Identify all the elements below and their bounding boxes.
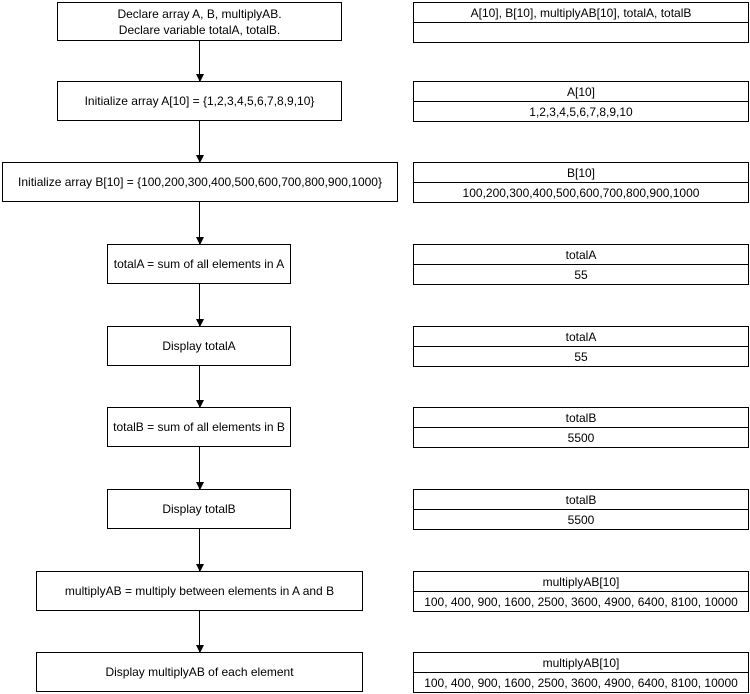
state-header: A[10] xyxy=(414,82,748,102)
flow-step-display-totalb: Display totalB xyxy=(107,489,291,529)
flow-arrow-1 xyxy=(195,41,204,82)
flow-step-init-a-label: Initialize array A[10] = {1,2,3,4,5,6,7,… xyxy=(84,94,315,108)
state-value: 55 xyxy=(574,349,588,364)
state-value: 5500 xyxy=(567,430,595,445)
flow-step-display-multiply: Display multiplyAB of each element xyxy=(36,652,363,692)
flow-step-sum-a-label: totalA = sum of all elements in A xyxy=(113,257,285,271)
state-box-multiplyab-display: multiplyAB[10] 100, 400, 900, 1600, 2500… xyxy=(413,652,749,693)
state-box-multiplyab: multiplyAB[10] 100, 400, 900, 1600, 2500… xyxy=(413,571,749,612)
state-box-a: A[10] 1,2,3,4,5,6,7,8,9,10 xyxy=(413,81,749,122)
state-value xyxy=(414,23,748,42)
state-value: 1,2,3,4,5,6,7,8,9,10 xyxy=(529,104,633,119)
flow-step-display-totala-label: Display totalA xyxy=(162,339,236,353)
flow-arrow-6 xyxy=(195,447,204,490)
state-box-totala: totalA 55 xyxy=(413,244,749,285)
state-box-b: B[10] 100,200,300,400,500,600,700,800,90… xyxy=(413,162,749,203)
flow-step-declare: Declare array A, B, multiplyAB. Declare … xyxy=(57,2,342,41)
state-box-totalb: totalB 5500 xyxy=(413,407,749,448)
flow-step-multiply: multiplyAB = multiply between elements i… xyxy=(36,571,363,611)
flow-step-sum-b-label: totalB = sum of all elements in B xyxy=(113,420,285,434)
flow-arrow-4 xyxy=(195,284,204,327)
flow-step-multiply-label: multiplyAB = multiply between elements i… xyxy=(64,584,335,598)
flow-step-display-totala: Display totalA xyxy=(107,326,291,366)
state-header: totalA xyxy=(414,245,748,265)
state-value: 100, 400, 900, 1600, 2500, 3600, 4900, 6… xyxy=(424,594,738,609)
flow-step-init-a: Initialize array A[10] = {1,2,3,4,5,6,7,… xyxy=(57,81,342,121)
state-box-declare: A[10], B[10], multiplyAB[10], totalA, to… xyxy=(413,2,749,43)
flow-step-sum-b: totalB = sum of all elements in B xyxy=(107,407,291,447)
flow-arrow-7 xyxy=(195,529,204,572)
flow-step-init-b-label: Initialize array B[10] = {100,200,300,40… xyxy=(18,175,382,189)
state-value: 100,200,300,400,500,600,700,800,900,1000 xyxy=(462,185,700,200)
flow-step-sum-a: totalA = sum of all elements in A xyxy=(107,244,291,284)
state-header: B[10] xyxy=(414,163,748,183)
state-header: A[10], B[10], multiplyAB[10], totalA, to… xyxy=(414,3,748,23)
state-box-totalb-display: totalB 5500 xyxy=(413,489,749,530)
flow-arrow-8 xyxy=(195,611,204,653)
flow-arrow-5 xyxy=(195,366,204,408)
state-value: 100, 400, 900, 1600, 2500, 3600, 4900, 6… xyxy=(424,675,738,690)
flow-step-init-b: Initialize array B[10] = {100,200,300,40… xyxy=(2,162,398,202)
flow-step-declare-label: Declare array A, B, multiplyAB. Declare … xyxy=(117,6,282,37)
state-value: 55 xyxy=(574,267,588,282)
state-header: multiplyAB[10] xyxy=(414,572,748,592)
state-value: 5500 xyxy=(567,512,595,527)
flow-step-display-multiply-label: Display multiplyAB of each element xyxy=(105,665,294,679)
state-header: totalA xyxy=(414,327,748,347)
state-header: totalB xyxy=(414,490,748,510)
state-header: totalB xyxy=(414,408,748,428)
flow-step-display-totalb-label: Display totalB xyxy=(162,502,236,516)
state-header: multiplyAB[10] xyxy=(414,653,748,673)
state-box-totala-display: totalA 55 xyxy=(413,326,749,367)
flow-arrow-2 xyxy=(195,121,204,163)
flow-arrow-3 xyxy=(195,202,204,245)
